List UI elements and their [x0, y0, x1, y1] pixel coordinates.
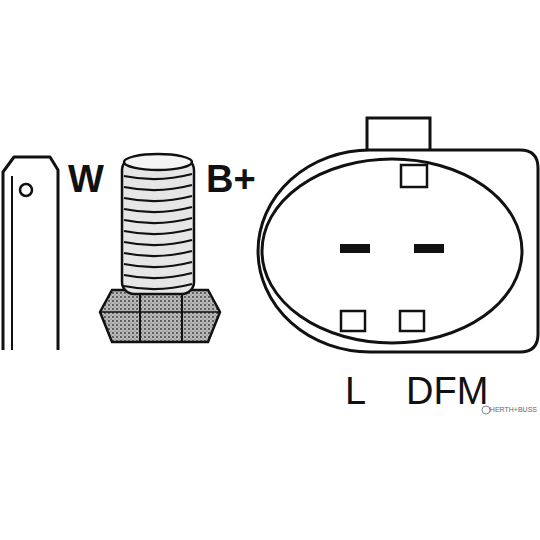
thread-stroke	[124, 207, 192, 212]
thread-stroke	[124, 273, 192, 278]
thread-stroke	[124, 229, 192, 234]
thread-stroke	[124, 251, 192, 256]
thread-stroke	[124, 196, 192, 201]
blade-terminal	[3, 157, 58, 350]
plug-connector	[258, 118, 538, 352]
terminal-label: W	[68, 160, 104, 198]
plug-pins	[340, 244, 444, 253]
thread-stroke	[124, 240, 192, 245]
thread-stroke	[124, 262, 192, 267]
bolt-terminal	[100, 154, 220, 342]
thread-stroke	[124, 218, 192, 223]
thread-stroke	[124, 284, 192, 289]
watermark: HERTH+BUSS	[490, 406, 537, 413]
pin-label: L	[345, 372, 366, 410]
thread-stroke	[124, 174, 192, 179]
thread-stroke	[124, 185, 192, 190]
pin-label: DFM	[406, 372, 488, 410]
terminal-label: B+	[206, 160, 256, 198]
